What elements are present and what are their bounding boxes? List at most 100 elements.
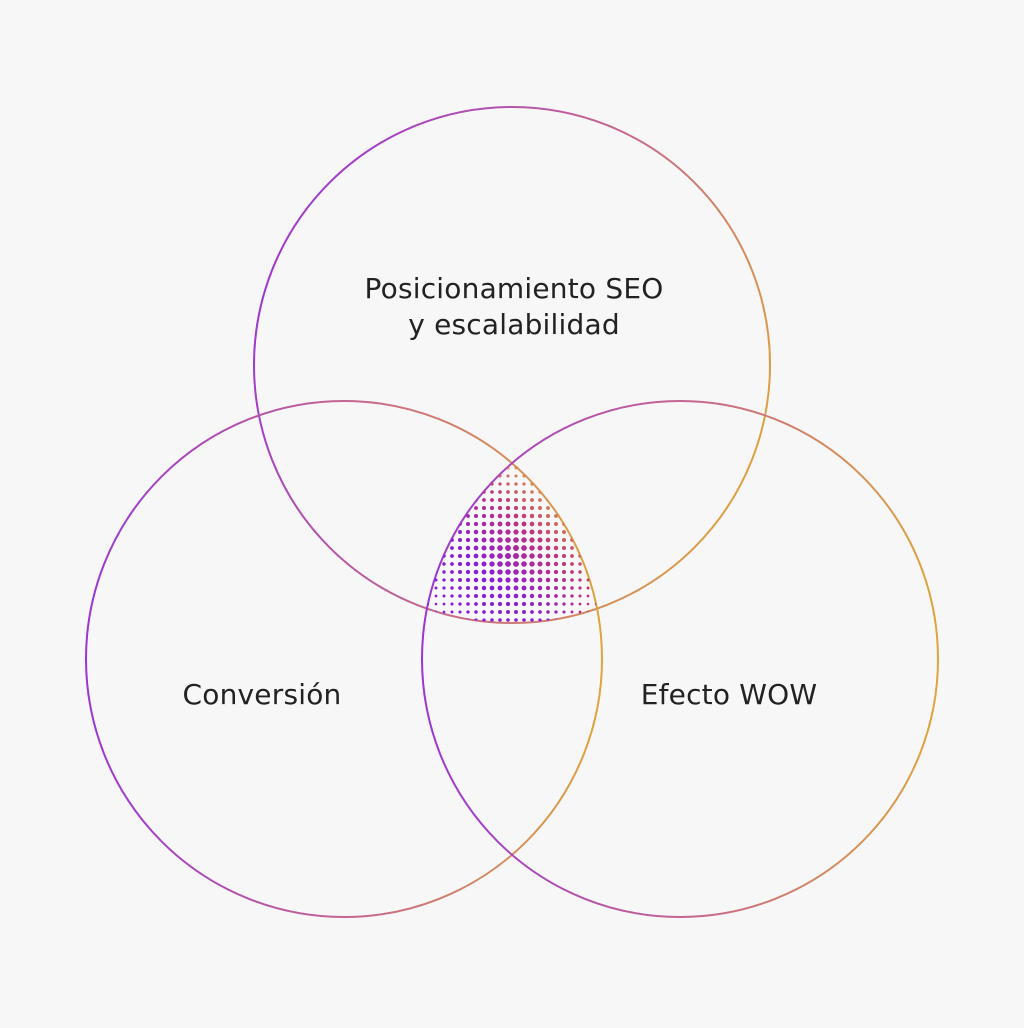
halftone-dot xyxy=(578,594,582,598)
halftone-dot xyxy=(553,577,559,583)
halftone-dot xyxy=(594,586,598,590)
halftone-dot xyxy=(513,537,519,543)
halftone-dot xyxy=(497,553,503,559)
halftone-dot xyxy=(578,578,582,582)
halftone-dot xyxy=(529,577,535,583)
halftone-dot xyxy=(545,593,551,599)
halftone-dot xyxy=(530,466,534,470)
halftone-dot xyxy=(490,498,494,502)
halftone-dot xyxy=(513,561,519,567)
halftone-dot xyxy=(521,505,527,511)
halftone-dot xyxy=(489,569,495,575)
halftone-dot xyxy=(546,466,550,470)
halftone-dot xyxy=(561,545,567,551)
halftone-dot xyxy=(537,577,543,583)
halftone-dot xyxy=(434,618,438,622)
halftone-dot xyxy=(474,506,478,510)
halftone-dot xyxy=(497,569,503,575)
halftone-dot xyxy=(458,490,462,494)
halftone-dot xyxy=(490,458,494,462)
halftone-dot xyxy=(537,561,543,567)
halftone-dot xyxy=(554,610,558,614)
halftone-dot xyxy=(562,514,566,518)
halftone-dot xyxy=(513,585,519,591)
halftone-dot xyxy=(521,561,527,567)
halftone-dot xyxy=(586,490,590,494)
halftone-dot xyxy=(570,474,574,478)
halftone-dot xyxy=(554,514,558,518)
halftone-dot xyxy=(458,482,462,486)
halftone-dot xyxy=(586,554,590,558)
halftone-dot xyxy=(442,514,446,518)
halftone-dot xyxy=(442,562,446,566)
halftone-dot xyxy=(578,570,582,574)
halftone-dot xyxy=(443,459,445,461)
halftone-dot xyxy=(537,545,543,551)
halftone-dot xyxy=(521,577,527,583)
halftone-dot xyxy=(603,587,605,589)
halftone-dot xyxy=(498,610,502,614)
halftone-dot xyxy=(603,563,606,566)
halftone-dot xyxy=(578,618,582,622)
intersection-dot-pattern xyxy=(419,458,606,630)
halftone-dot xyxy=(419,539,421,541)
halftone-dot xyxy=(521,529,527,535)
halftone-dot xyxy=(458,618,462,622)
halftone-dot xyxy=(514,490,518,494)
halftone-dot xyxy=(529,569,535,575)
halftone-dot xyxy=(513,569,519,575)
halftone-dot xyxy=(498,498,502,502)
halftone-dot xyxy=(489,513,495,519)
halftone-dot xyxy=(538,466,542,470)
halftone-dot xyxy=(435,627,437,629)
halftone-dot xyxy=(458,594,462,598)
halftone-dot xyxy=(450,514,454,518)
halftone-dot xyxy=(442,602,446,606)
halftone-dot xyxy=(465,569,471,575)
halftone-dot xyxy=(586,578,590,582)
halftone-dot xyxy=(538,618,542,622)
halftone-dot xyxy=(489,553,495,559)
label-efecto-wow: Efecto WOW xyxy=(641,677,818,713)
halftone-dot xyxy=(514,482,518,486)
halftone-dot xyxy=(442,522,446,526)
halftone-dot xyxy=(450,530,454,534)
halftone-dot xyxy=(570,522,574,526)
halftone-dot xyxy=(451,459,453,461)
halftone-dot xyxy=(434,578,438,582)
halftone-dot xyxy=(570,570,574,574)
halftone-dot xyxy=(578,514,582,518)
halftone-dot xyxy=(522,610,526,614)
halftone-dot xyxy=(578,522,582,526)
halftone-dot xyxy=(562,482,566,486)
halftone-dot xyxy=(603,571,605,573)
halftone-dot xyxy=(505,529,511,535)
halftone-dot xyxy=(473,529,479,535)
halftone-dot xyxy=(467,627,470,630)
halftone-dot xyxy=(538,610,542,614)
halftone-dot xyxy=(514,610,518,614)
halftone-dot xyxy=(473,513,479,519)
halftone-dot xyxy=(475,627,478,630)
halftone-dot xyxy=(458,498,462,502)
halftone-dot xyxy=(529,529,535,535)
halftone-dot xyxy=(586,522,590,526)
halftone-dot xyxy=(426,506,430,510)
halftone-dot xyxy=(450,498,454,502)
halftone-dot xyxy=(498,466,502,470)
halftone-dot xyxy=(458,474,462,478)
halftone-dot xyxy=(442,498,446,502)
halftone-dot xyxy=(554,586,558,590)
halftone-dot xyxy=(570,514,574,518)
halftone-dot xyxy=(570,482,574,486)
halftone-dot xyxy=(570,602,574,606)
halftone-dot xyxy=(473,521,479,527)
halftone-dot xyxy=(570,506,574,510)
halftone-dot xyxy=(546,610,550,614)
halftone-dot xyxy=(562,602,566,606)
halftone-dot xyxy=(434,586,438,590)
halftone-dot xyxy=(537,569,543,575)
halftone-dot xyxy=(555,627,558,630)
halftone-dot xyxy=(450,482,454,486)
halftone-dot xyxy=(529,553,535,559)
